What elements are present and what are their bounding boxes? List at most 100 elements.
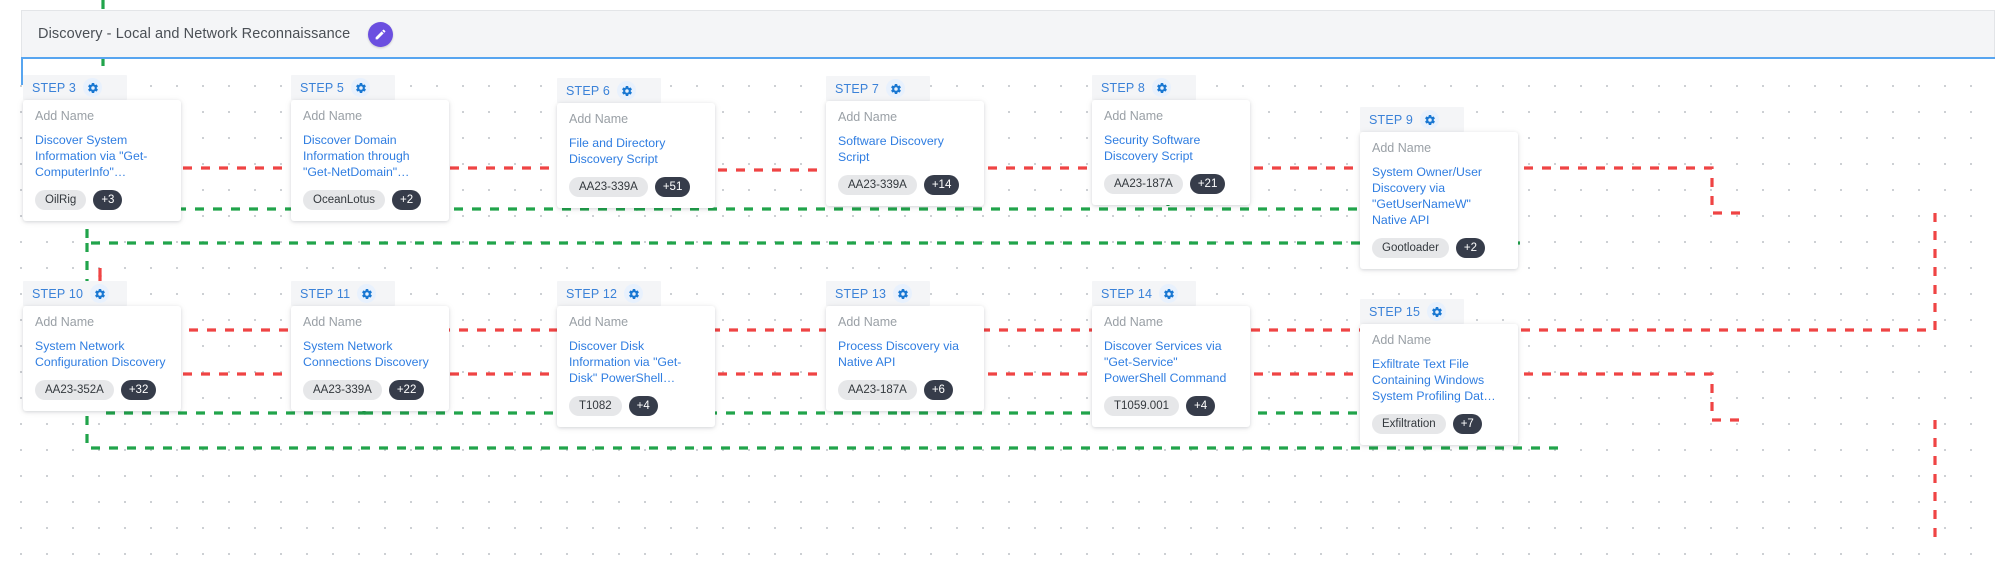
technique-title-link[interactable]: Process Discovery via Native API	[838, 339, 959, 369]
gear-icon[interactable]	[1152, 78, 1172, 97]
technique-title-link[interactable]: Discover System Information via "Get-Com…	[35, 133, 148, 179]
page-title: Discovery - Local and Network Reconnaiss…	[38, 26, 351, 42]
step-node-5[interactable]: STEP 5 Add Name Discover Domain Informat…	[291, 75, 449, 221]
tag-chip[interactable]: T1059.001	[1104, 396, 1179, 416]
extra-count-badge[interactable]: +21	[1189, 174, 1226, 194]
extra-count-badge[interactable]: +4	[628, 396, 658, 416]
gear-icon[interactable]	[83, 78, 103, 97]
extra-count-badge[interactable]: +6	[923, 380, 953, 400]
technique-title-link[interactable]: Software Discovery Script	[838, 134, 944, 164]
step-node-8[interactable]: STEP 8 Add Name Security Software Discov…	[1092, 75, 1250, 205]
gear-icon[interactable]	[893, 284, 913, 303]
pencil-icon	[375, 29, 386, 39]
step-node-11[interactable]: STEP 11 Add Name System Network Connecti…	[291, 281, 449, 411]
step-node-14[interactable]: STEP 14 Add Name Discover Services via "…	[1092, 281, 1250, 427]
add-name-input[interactable]: Add Name	[838, 110, 898, 124]
tag-chip[interactable]: AA23-352A	[35, 380, 114, 400]
tag-row: AA23-339A +14	[838, 175, 972, 195]
technique-title-link[interactable]: Discover Disk Information via "Get-Disk"…	[569, 339, 682, 385]
tag-chip[interactable]: OceanLotus	[303, 190, 386, 210]
step-node-body: Add Name System Network Configuration Di…	[23, 306, 181, 411]
step-node-10[interactable]: STEP 10 Add Name System Network Configur…	[23, 281, 181, 411]
extra-count-badge[interactable]: +2	[1455, 238, 1486, 258]
add-name-input[interactable]: Add Name	[303, 315, 363, 329]
extra-count-badge[interactable]: +22	[388, 380, 425, 400]
gear-icon[interactable]	[886, 79, 906, 98]
gear-icon[interactable]	[624, 284, 644, 303]
tag-chip[interactable]: Gootloader	[1372, 238, 1449, 258]
technique-title-link[interactable]: Discover Services via "Get-Service" Powe…	[1104, 339, 1227, 385]
step-node-body: Add Name Exfiltrate Text File Containing…	[1360, 324, 1518, 445]
tag-row: AA23-339A +22	[303, 380, 437, 400]
tag-chip[interactable]: AA23-339A	[569, 177, 648, 197]
add-name-input[interactable]: Add Name	[569, 112, 629, 126]
step-node-9[interactable]: STEP 9 Add Name System Owner/User Discov…	[1360, 107, 1518, 269]
add-name-input[interactable]: Add Name	[838, 315, 898, 329]
tag-chip[interactable]: Exfiltration	[1372, 414, 1446, 434]
technique-title-link[interactable]: System Owner/User Discovery via "GetUser…	[1372, 165, 1483, 227]
step-label: STEP 12	[566, 286, 618, 301]
technique-title-link[interactable]: File and Directory Discovery Script	[569, 136, 666, 166]
add-name-input[interactable]: Add Name	[1104, 315, 1164, 329]
step-node-header: STEP 9	[1360, 107, 1464, 132]
tag-chip[interactable]: OilRig	[35, 190, 87, 210]
step-node-header: STEP 13	[826, 281, 930, 306]
step-label: STEP 9	[1369, 112, 1414, 127]
step-node-header: STEP 6	[557, 78, 661, 103]
extra-count-badge[interactable]: +32	[120, 380, 157, 400]
tag-row: AA23-187A +6	[838, 380, 972, 400]
gear-icon[interactable]	[351, 78, 371, 97]
tag-chip[interactable]: AA23-187A	[1104, 174, 1183, 194]
step-node-body: Add Name Process Discovery via Native AP…	[826, 306, 984, 411]
add-name-input[interactable]: Add Name	[1372, 141, 1432, 155]
add-name-input[interactable]: Add Name	[1372, 333, 1432, 347]
gear-icon[interactable]	[617, 81, 637, 100]
technique-title-link[interactable]: Exfiltrate Text File Containing Windows …	[1372, 357, 1496, 403]
step-node-header: STEP 14	[1092, 281, 1196, 306]
step-label: STEP 15	[1369, 304, 1421, 319]
step-label: STEP 14	[1101, 286, 1153, 301]
add-name-input[interactable]: Add Name	[35, 109, 95, 123]
step-node-body: Add Name Security Software Discovery Scr…	[1092, 100, 1250, 205]
extra-count-badge[interactable]: +2	[392, 190, 422, 210]
step-node-3[interactable]: STEP 3 Add Name Discover System Informat…	[23, 75, 181, 221]
extra-count-badge[interactable]: +3	[93, 190, 123, 210]
tag-row: AA23-352A +32	[35, 380, 169, 400]
tag-chip[interactable]: AA23-187A	[838, 380, 917, 400]
step-node-header: STEP 8	[1092, 75, 1196, 100]
add-name-input[interactable]: Add Name	[35, 315, 95, 329]
add-name-input[interactable]: Add Name	[303, 109, 363, 123]
extra-count-badge[interactable]: +4	[1186, 396, 1216, 416]
gear-icon[interactable]	[1420, 110, 1440, 129]
extra-count-badge[interactable]: +7	[1452, 414, 1482, 434]
technique-title-link[interactable]: Security Software Discovery Script	[1104, 133, 1201, 163]
step-node-7[interactable]: STEP 7 Add Name Software Discovery Scrip…	[826, 76, 984, 206]
step-node-body: Add Name System Owner/User Discovery via…	[1360, 132, 1518, 269]
add-name-input[interactable]: Add Name	[569, 315, 629, 329]
edit-pencil-button[interactable]	[368, 21, 394, 47]
step-node-13[interactable]: STEP 13 Add Name Process Discovery via N…	[826, 281, 984, 411]
step-node-15[interactable]: STEP 15 Add Name Exfiltrate Text File Co…	[1360, 299, 1518, 445]
technique-title-link[interactable]: System Network Configuration Discovery	[35, 339, 166, 369]
add-name-input[interactable]: Add Name	[1104, 109, 1164, 123]
step-node-6[interactable]: STEP 6 Add Name File and Directory Disco…	[557, 78, 715, 208]
tag-chip[interactable]: T1082	[569, 396, 622, 416]
tag-chip[interactable]: AA23-339A	[838, 175, 917, 195]
extra-count-badge[interactable]: +14	[923, 175, 960, 195]
gear-icon[interactable]	[1427, 302, 1447, 321]
technique-title-link[interactable]: System Network Connections Discovery	[303, 339, 429, 369]
tag-row: T1082 +4	[569, 396, 703, 416]
tag-row: Exfiltration +7	[1372, 414, 1506, 434]
step-node-body: Add Name Software Discovery Script AA23-…	[826, 101, 984, 206]
gear-icon[interactable]	[357, 284, 377, 303]
step-node-body: Add Name Discover Disk Information via "…	[557, 306, 715, 427]
step-node-12[interactable]: STEP 12 Add Name Discover Disk Informati…	[557, 281, 715, 427]
tag-chip[interactable]: AA23-339A	[303, 380, 382, 400]
technique-title-link[interactable]: Discover Domain Information through "Get…	[303, 133, 410, 179]
tag-row: OceanLotus +2	[303, 190, 437, 210]
gear-icon[interactable]	[1159, 284, 1179, 303]
step-node-body: Add Name Discover Domain Information thr…	[291, 100, 449, 221]
gear-icon[interactable]	[90, 284, 110, 303]
extra-count-badge[interactable]: +51	[654, 177, 691, 197]
